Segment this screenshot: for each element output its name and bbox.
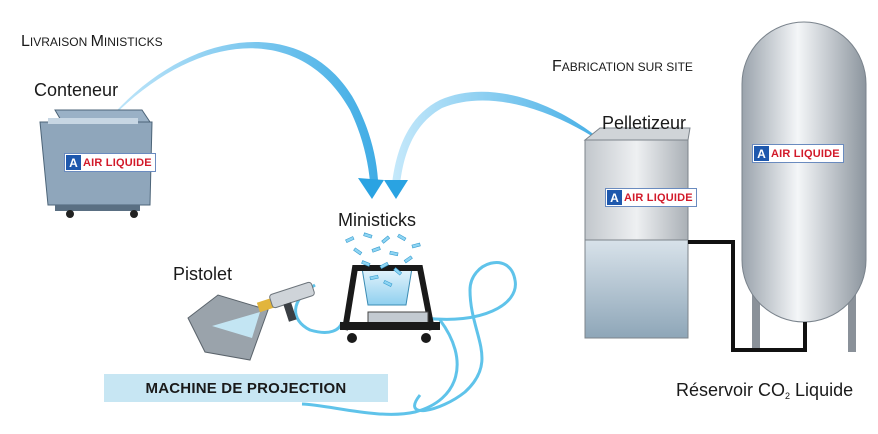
conteneur-label: Conteneur (34, 80, 119, 100)
brand-name: AIR LIQUIDE (624, 191, 693, 204)
fabrication-rest: ABRICATION SUR SITE (561, 60, 693, 74)
spray-gun (187, 281, 315, 361)
ministick-pellets (345, 232, 421, 287)
projection-machine (340, 265, 440, 343)
arrow-livraison (100, 41, 384, 199)
brand-label-pelletizer: A AIR LIQUIDE (605, 188, 697, 207)
machine-de-projection-text: MACHINE DE PROJECTION (145, 379, 347, 397)
livraison-rest: IVRAISON (29, 35, 91, 49)
air-liquide-logo-icon: A (66, 155, 81, 170)
reservoir-label: Réservoir CO2 Liquide (676, 380, 853, 401)
machine-de-projection-banner: MACHINE DE PROJECTION (104, 374, 388, 402)
co2-tank (741, 21, 867, 352)
fabrication-sur-site-title: FABRICATION SUR SITE (552, 58, 693, 76)
livraison-initial: L (21, 33, 30, 50)
livraison-ministicks-title: LIVRAISON MINISTICKS (21, 33, 163, 51)
reservoir-suffix: Liquide (790, 380, 854, 400)
pelletizeur-label: Pelletizeur (602, 113, 687, 133)
brand-name: AIR LIQUIDE (771, 147, 840, 160)
reservoir-text: Réservoir CO (676, 380, 786, 400)
brand-label-tank: A AIR LIQUIDE (752, 144, 844, 163)
ministicks-label: Ministicks (338, 210, 417, 230)
pistolet-label: Pistolet (173, 264, 233, 284)
ministicks-rest: INISTICKS (103, 35, 163, 49)
co2-line (688, 240, 807, 352)
pelletizer-machine (583, 127, 691, 339)
ministicks-initial: M (90, 33, 104, 50)
brand-name: AIR LIQUIDE (83, 156, 152, 169)
air-liquide-logo-icon: A (607, 190, 622, 205)
air-liquide-logo-icon: A (754, 146, 769, 161)
brand-label-container: A AIR LIQUIDE (64, 153, 156, 172)
reservoir-subscript: 2 (785, 391, 791, 401)
fabrication-initial: F (552, 58, 562, 75)
arrow-fabrication (384, 91, 610, 199)
